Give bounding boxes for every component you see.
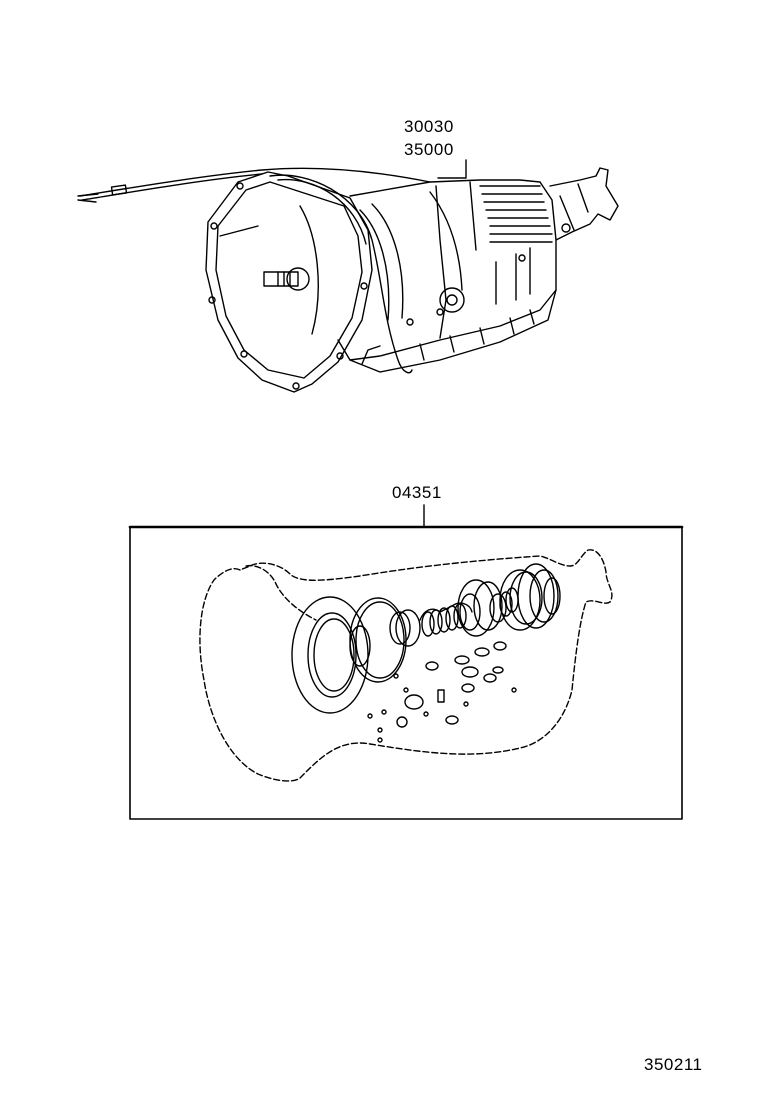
oring-2	[389, 611, 411, 645]
leader-line-transmission	[437, 159, 467, 179]
extension-housing	[549, 167, 619, 241]
overhaul-kit-illustration	[199, 549, 613, 782]
figure-reference-number: 350211	[644, 1055, 703, 1074]
shift-cable	[79, 167, 431, 197]
part-number-35000: 35000	[404, 140, 454, 159]
wire-harness	[269, 174, 413, 374]
part-number-30030: 30030	[404, 117, 454, 136]
bell-housing	[205, 171, 373, 393]
front-pump-seal	[291, 596, 369, 714]
phantom-case-outline	[199, 549, 613, 782]
oil-pan	[349, 289, 557, 373]
oring-1	[349, 597, 407, 683]
kit-frame	[129, 526, 683, 820]
sensor-boss	[439, 287, 465, 313]
input-shaft	[263, 271, 299, 287]
main-case	[337, 179, 557, 361]
part-number-04351: 04351	[392, 483, 442, 502]
transmission-assembly-illustration	[77, 167, 619, 393]
